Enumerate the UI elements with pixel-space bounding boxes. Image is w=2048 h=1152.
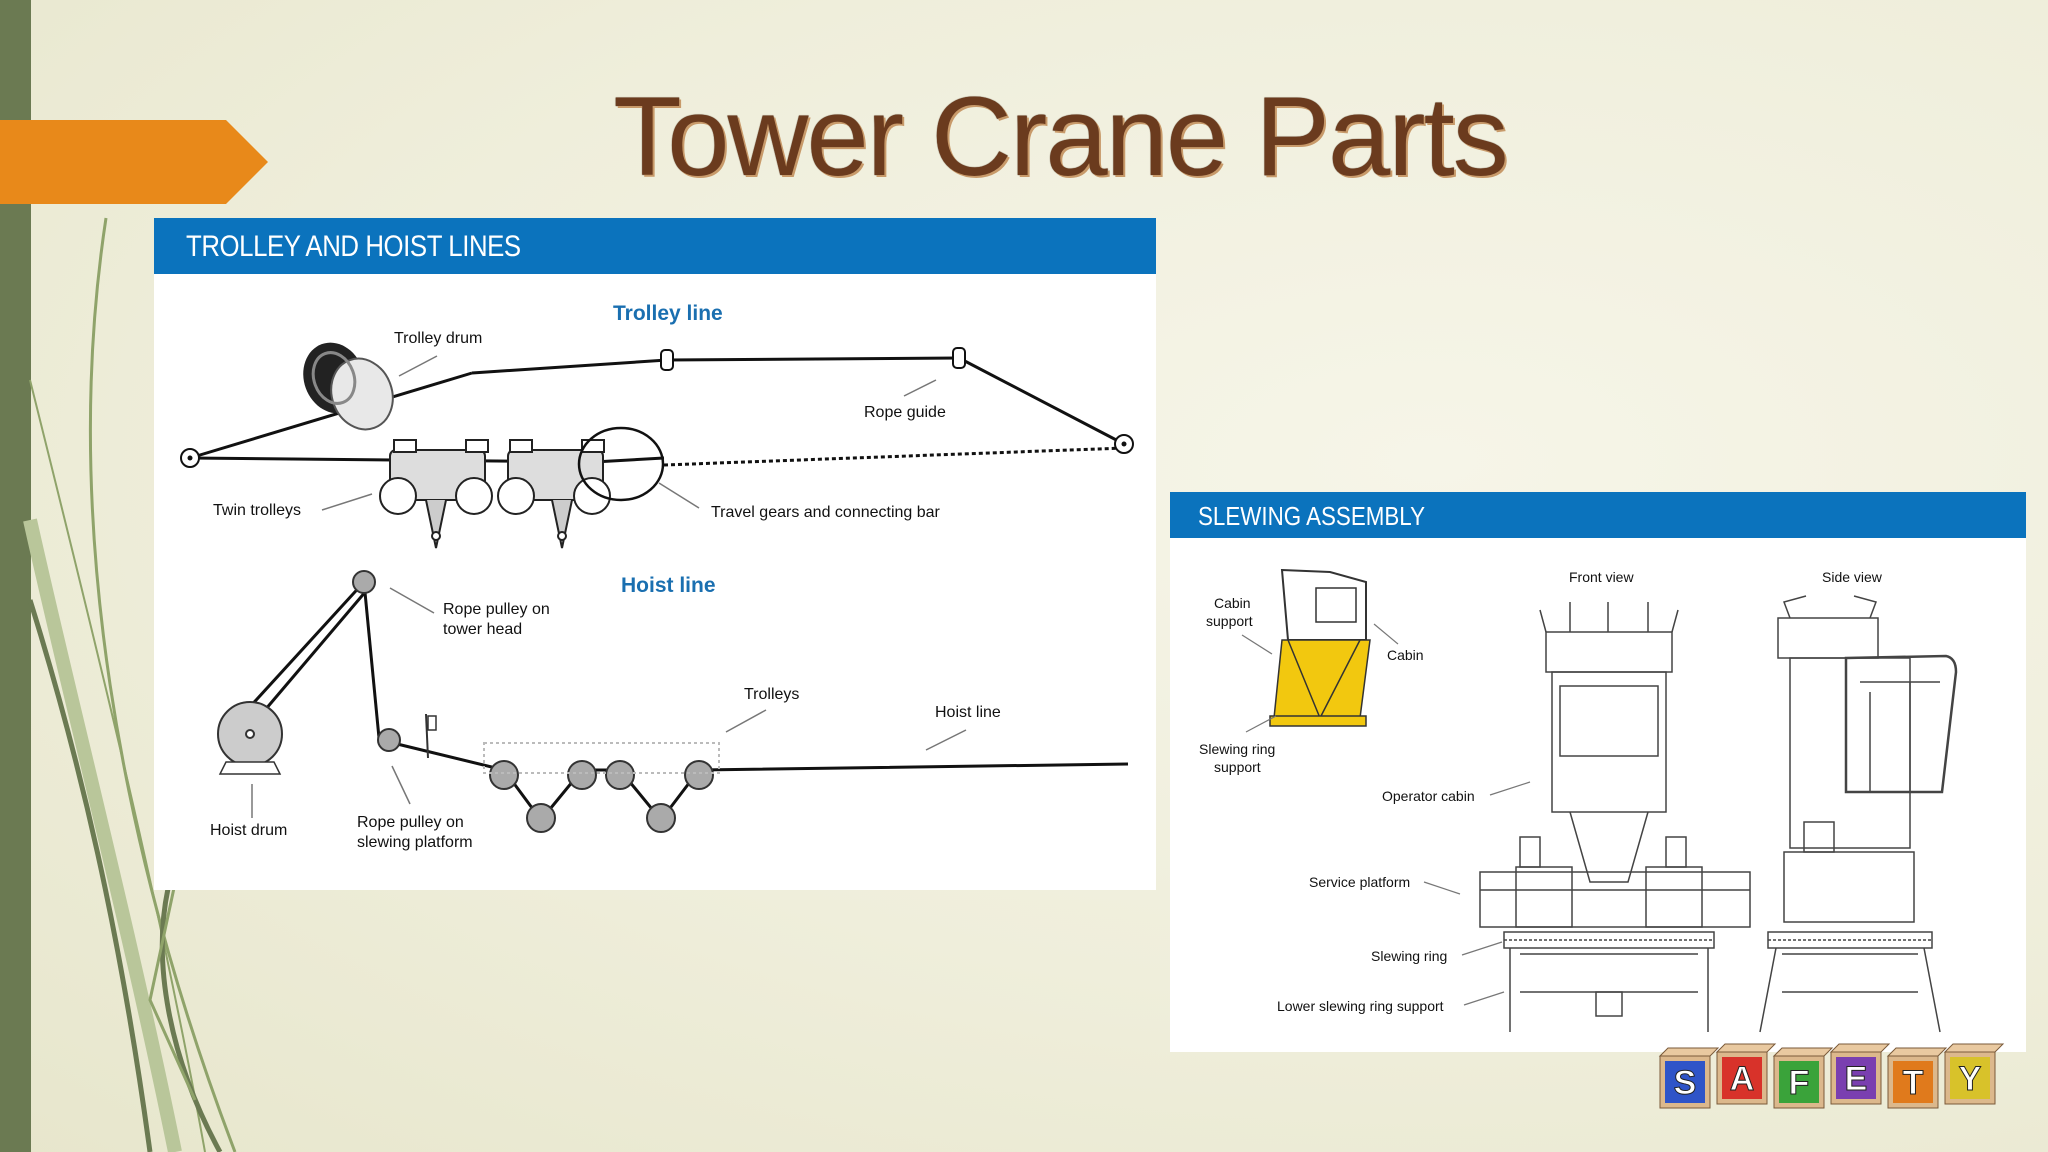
rope-pulley-tower-head-icon — [352, 570, 376, 594]
label-trolleys: Trolleys — [744, 686, 799, 703]
safety-letter: E — [1845, 1060, 1868, 1098]
safety-block-s: S — [1658, 1047, 1720, 1109]
label-rope-pulley-slewing-1: Rope pulley on — [357, 814, 464, 831]
label-cabin-support-2: support — [1206, 613, 1253, 629]
trolley-drum-icon — [303, 342, 394, 431]
label-trolley-drum: Trolley drum — [394, 330, 482, 347]
label-slewing-ring-support-2: support — [1214, 759, 1261, 775]
label-rope-guide: Rope guide — [864, 404, 946, 421]
hoist-line-ropes — [224, 580, 1129, 823]
label-operator-cabin: Operator cabin — [1382, 788, 1475, 804]
trolley-panel-header: TROLLEY AND HOIST LINES — [154, 218, 1156, 274]
rope-guide-icon — [660, 347, 966, 371]
orange-arrow-banner — [0, 120, 268, 204]
label-lower-slewing-ring-support: Lower slewing ring support — [1277, 998, 1444, 1014]
front-view-drawing — [1479, 602, 1751, 1032]
safety-block-a: A — [1715, 1043, 1777, 1105]
label-slewing-ring: Slewing ring — [1371, 948, 1447, 964]
safety-block-y: Y — [1943, 1043, 2005, 1105]
label-rope-pulley-tower-2: tower head — [443, 621, 522, 638]
safety-block-t: T — [1886, 1047, 1948, 1109]
label-cabin-support-1: Cabin — [1214, 595, 1251, 611]
label-side-view: Side view — [1822, 569, 1883, 585]
hoist-line-heading: Hoist line — [621, 574, 716, 597]
label-travel-gears: Travel gears and connecting bar — [711, 504, 941, 521]
rope-pulley-slewing-icon — [377, 728, 401, 752]
label-twin-trolleys: Twin trolleys — [213, 502, 301, 519]
side-view-drawing — [1759, 595, 1958, 1033]
twin-trolleys-icon — [379, 439, 611, 549]
safety-block-e: E — [1829, 1043, 1891, 1105]
slewing-assembly-diagram: Cabin support Cabin Slewing ring support… — [1199, 568, 1958, 1033]
label-hoist-drum: Hoist drum — [210, 822, 287, 839]
label-rope-pulley-slewing-2: slewing platform — [357, 834, 473, 851]
trolley-line-heading: Trolley line — [613, 302, 723, 325]
travel-gears-highlight — [577, 426, 665, 502]
safety-letter: A — [1730, 1060, 1755, 1098]
label-front-view: Front view — [1569, 569, 1634, 585]
cabin-icon — [1269, 568, 1371, 727]
trolley-hoist-panel: TROLLEY AND HOIST LINES Trolley line Tro… — [154, 218, 1156, 890]
label-service-platform: Service platform — [1309, 874, 1410, 890]
trolley-hoist-diagram: Trolley line Trolley drum Rope guide — [180, 302, 1134, 851]
label-slewing-ring-support-1: Slewing ring — [1199, 741, 1275, 757]
decorative-leaf-lines — [23, 217, 237, 1152]
safety-letter: Y — [1959, 1060, 1982, 1098]
label-cabin: Cabin — [1387, 647, 1424, 663]
slewing-assembly-panel: SLEWING ASSEMBLY Cabin support Cabin Sle… — [1170, 492, 2026, 1052]
safety-block-f: F — [1772, 1047, 1834, 1109]
safety-letter: T — [1903, 1064, 1924, 1102]
label-hoist-line: Hoist line — [935, 704, 1001, 721]
safety-letter: S — [1674, 1064, 1697, 1102]
slide-title: Tower Crane Parts — [613, 74, 1508, 199]
label-rope-pulley-tower-1: Rope pulley on — [443, 601, 550, 618]
hoist-trolleys-icon — [483, 742, 720, 833]
safety-letter: F — [1789, 1064, 1810, 1102]
trolley-panel-title: TROLLEY AND HOIST LINES — [186, 230, 521, 263]
slewing-panel-header: SLEWING ASSEMBLY — [1170, 492, 2026, 538]
slewing-panel-title: SLEWING ASSEMBLY — [1198, 501, 1425, 531]
